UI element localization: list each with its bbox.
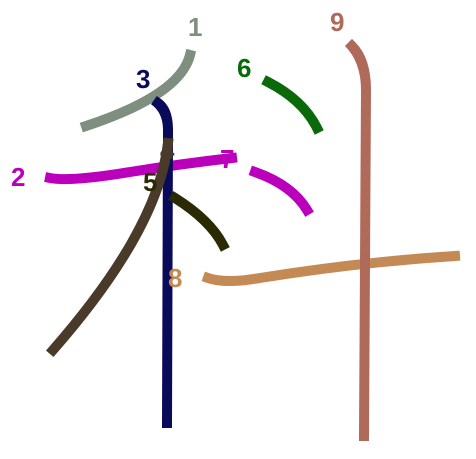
stroke-number-1: 1 xyxy=(188,12,202,42)
stroke-number-7: 7 xyxy=(220,144,234,174)
stroke-number-2: 2 xyxy=(11,162,25,192)
stroke-4 xyxy=(45,137,174,358)
stroke-5 xyxy=(168,191,230,252)
stroke-number-6: 6 xyxy=(237,53,251,83)
stroke-number-5: 5 xyxy=(143,167,157,197)
stroke-7 xyxy=(248,165,314,217)
stroke-2 xyxy=(44,152,238,185)
stroke-1 xyxy=(79,48,197,133)
stroke-3 xyxy=(151,96,173,429)
stroke-number-8: 8 xyxy=(168,263,182,293)
stroke-8 xyxy=(201,250,461,286)
stroke-number-3: 3 xyxy=(136,64,150,94)
stroke-6 xyxy=(261,75,324,135)
stroke-number-9: 9 xyxy=(330,7,344,37)
stroke-9 xyxy=(344,38,371,442)
stroke-number-4: 4 xyxy=(160,135,175,165)
